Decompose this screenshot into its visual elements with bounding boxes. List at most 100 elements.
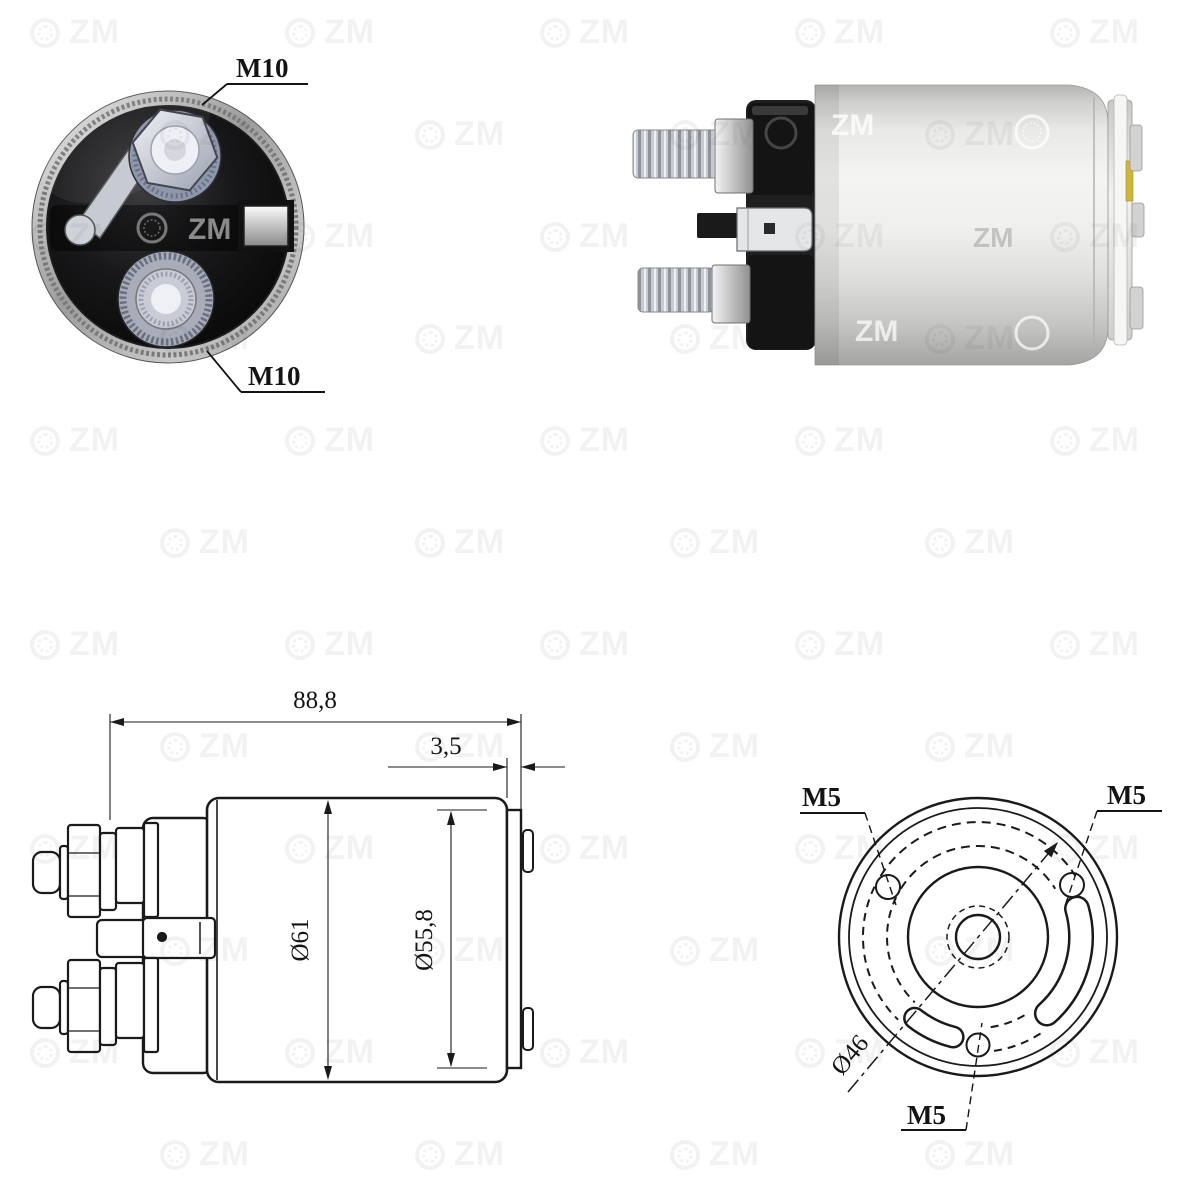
zm-logo-icon	[1050, 425, 1080, 456]
label-m10-bottom: M10	[206, 350, 325, 393]
label-m5-top-right: M5	[1065, 780, 1162, 904]
hidden-slot-left-outer	[861, 886, 899, 1021]
side-view-drawing: 88,8 3,5 Ø61 Ø55,8	[31, 687, 565, 1084]
watermark: ZM	[795, 625, 885, 664]
watermark: ZM	[415, 1135, 505, 1174]
zm-logo-icon	[925, 527, 955, 558]
watermark: ZM	[30, 625, 120, 664]
terminal-block-bottom	[748, 255, 814, 349]
spade-hole	[764, 223, 775, 234]
yellow-detail	[1125, 160, 1134, 202]
dim-body-diameter: Ø61	[287, 800, 332, 1080]
threaded-stud-top	[632, 129, 720, 179]
watermark: ZM	[160, 523, 250, 562]
watermark: ZM	[160, 1135, 250, 1174]
label-m5-bottom: M5	[901, 1022, 983, 1131]
flange-tab	[1129, 124, 1143, 172]
zm-logo-icon	[136, 212, 168, 244]
mount-view-drawing: Ø46 M5 M5 M5	[800, 780, 1162, 1131]
flange-tab-outline	[522, 829, 534, 873]
flange-tab	[1131, 202, 1145, 238]
leader-line	[206, 350, 242, 393]
zm-logo-icon	[160, 1139, 190, 1170]
centerline-diagonal	[847, 841, 1059, 1093]
watermark: ZM	[670, 931, 760, 970]
m5-text: M5	[907, 1100, 946, 1130]
zm-logo-icon	[540, 17, 570, 48]
dim-length-text: 88,8	[293, 687, 337, 714]
zm-logo-icon	[670, 935, 700, 966]
watermark: ZM	[415, 523, 505, 562]
zm-logo-icon	[670, 1139, 700, 1170]
watermark: ZM	[925, 523, 1015, 562]
rim-knurl-texture	[37, 96, 299, 358]
arrowhead	[1043, 842, 1058, 858]
dim-flange-diameter-text: Ø55,8	[411, 909, 438, 971]
dim-bolt-circle: Ø46	[826, 841, 1059, 1093]
terminal-stud-bottom	[117, 250, 215, 348]
solenoid-end-face: ZM M10 M10	[31, 53, 325, 393]
zm-logo-icon	[540, 629, 570, 660]
terminal-stud-top	[128, 108, 222, 203]
brand-stamp-text: ZM	[831, 109, 874, 142]
zm-logo-icon	[160, 527, 190, 558]
watermark: ZM	[1050, 625, 1140, 664]
bracket-pad	[64, 214, 96, 246]
watermark: ZM	[540, 217, 630, 256]
label-m10-top: M10	[201, 53, 308, 106]
label-m5-top-left: M5	[800, 782, 897, 906]
brand-stamp-text: ZM	[973, 222, 1013, 253]
zm-logo-icon	[415, 527, 445, 558]
zm-logo-icon	[670, 527, 700, 558]
dim-flange-thickness: 3,5	[388, 733, 565, 798]
hidden-slot-bottom-outer	[993, 1031, 1043, 1052]
outer-circle-inner-line	[848, 807, 1108, 1067]
terminal-top-drawing	[31, 821, 160, 919]
photo-watermark-stamps: ZM ZM ZM	[764, 109, 1050, 351]
watermark: ZM	[285, 625, 375, 664]
spade-terminal-drawing	[95, 916, 217, 960]
hex-nut-bottom	[711, 264, 751, 324]
leader-line	[1065, 810, 1098, 904]
zm-logo-icon	[764, 116, 798, 150]
hidden-slot-bottom-inner	[990, 1011, 1030, 1029]
center-hole-hidden-circle	[946, 905, 1010, 969]
leader-line	[864, 812, 897, 906]
watermark: ZM	[670, 727, 760, 766]
zm-logo-icon	[540, 425, 570, 456]
zm-logo-icon	[1014, 315, 1050, 351]
watermark: ZM	[540, 421, 630, 460]
zm-logo-icon	[415, 119, 445, 150]
end-view-photo: ZM M10 M10	[31, 53, 325, 393]
zm-logo-icon	[795, 629, 825, 660]
terminal-bottom-drawing	[31, 956, 160, 1054]
solid-slots	[903, 895, 1094, 1049]
watermark: ZM	[795, 421, 885, 460]
zm-logo-icon	[1014, 114, 1050, 150]
m10-bottom-text: M10	[248, 361, 300, 391]
pilot-circle	[906, 865, 1050, 1009]
spade-post	[697, 213, 739, 238]
hex-nut-top	[714, 118, 754, 194]
zm-logo-icon	[1050, 17, 1080, 48]
threaded-stud-bottom	[637, 267, 715, 313]
brand-stamp-text: ZM	[188, 213, 231, 246]
leader-line	[201, 83, 228, 106]
watermark: ZM	[1050, 13, 1140, 52]
watermark: ZM	[795, 13, 885, 52]
hidden-slot-left-inner	[886, 896, 916, 1004]
bolt-circle-text: Ø46	[826, 1030, 874, 1080]
zm-logo-icon	[540, 221, 570, 252]
dim-flange-thickness-text: 3,5	[430, 733, 461, 760]
watermark: ZM	[670, 1135, 760, 1174]
zm-logo-icon	[1050, 629, 1080, 660]
drawing-geometry	[31, 796, 534, 1084]
spade-tab-edge	[243, 205, 289, 247]
flange-tab	[1129, 286, 1144, 330]
zm-logo-icon	[30, 629, 60, 660]
brand-stamp-on-face: ZM	[136, 212, 231, 246]
dim-flange-diameter: Ø55,8	[411, 809, 487, 1069]
mount-flange-end	[1107, 94, 1145, 346]
watermark: ZM	[415, 115, 505, 154]
body-outline	[205, 796, 509, 1084]
